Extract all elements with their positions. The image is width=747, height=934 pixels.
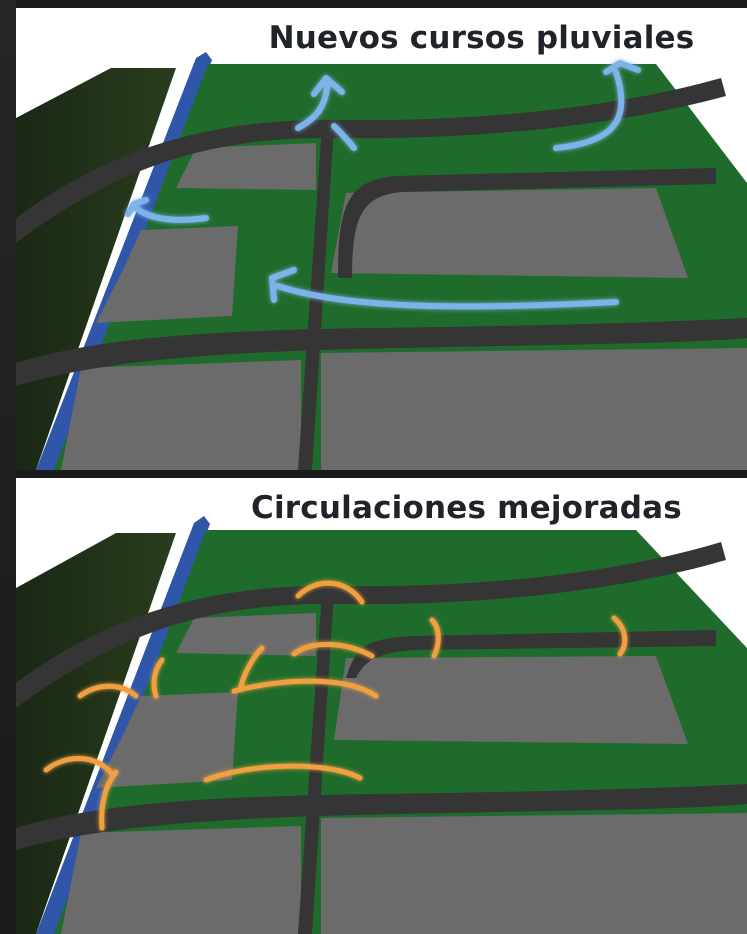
lot xyxy=(334,656,688,744)
crossing-arc-icon xyxy=(295,580,365,605)
crossing-arc-icon xyxy=(43,756,115,777)
crossing-arc-icon xyxy=(237,645,265,693)
panel-new-stormwater-channels: Nuevos cursos pluviales xyxy=(16,8,747,470)
lot xyxy=(61,360,301,470)
crossing-arc-icon xyxy=(231,678,379,699)
crossing-arc-icon xyxy=(203,763,363,783)
lot xyxy=(96,692,238,788)
flow-arrows xyxy=(125,60,641,310)
crossing-arc-icon xyxy=(99,769,119,831)
circulation-diagram xyxy=(16,478,747,934)
panel-improved-circulation: Circulaciones mejoradas xyxy=(16,478,747,934)
lot xyxy=(331,188,688,278)
crossing-arc-icon xyxy=(429,617,441,659)
flow-arrow-icon xyxy=(311,75,345,97)
road xyxy=(16,542,726,708)
background-strip xyxy=(0,0,16,934)
stormwater-diagram xyxy=(16,8,747,470)
road xyxy=(16,784,747,850)
crossing-arc-icon xyxy=(151,657,165,699)
crossings xyxy=(43,580,628,831)
crossing-arc-icon xyxy=(611,615,628,657)
lot xyxy=(321,813,747,934)
road xyxy=(16,78,726,243)
flow-arrow-icon xyxy=(331,123,357,151)
crossing-arc-icon xyxy=(77,683,139,699)
lot xyxy=(176,143,316,190)
lot xyxy=(96,226,238,323)
crossing-arc-icon xyxy=(291,642,375,659)
flow-arrow-icon xyxy=(295,77,331,131)
road xyxy=(338,168,716,278)
flow-arrow-icon xyxy=(603,60,641,75)
lot xyxy=(321,348,747,470)
flow-arrow-icon xyxy=(275,283,619,310)
panel-title: Nuevos cursos pluviales xyxy=(268,20,695,56)
flow-arrow-icon xyxy=(269,267,297,303)
panel-title: Circulaciones mejoradas xyxy=(251,490,682,526)
lot xyxy=(61,826,301,934)
road xyxy=(16,318,747,386)
flow-arrow-icon xyxy=(133,205,209,223)
flow-arrow-icon xyxy=(125,197,149,217)
road xyxy=(298,592,334,934)
lot xyxy=(176,613,316,656)
flow-arrow-icon xyxy=(553,69,625,151)
